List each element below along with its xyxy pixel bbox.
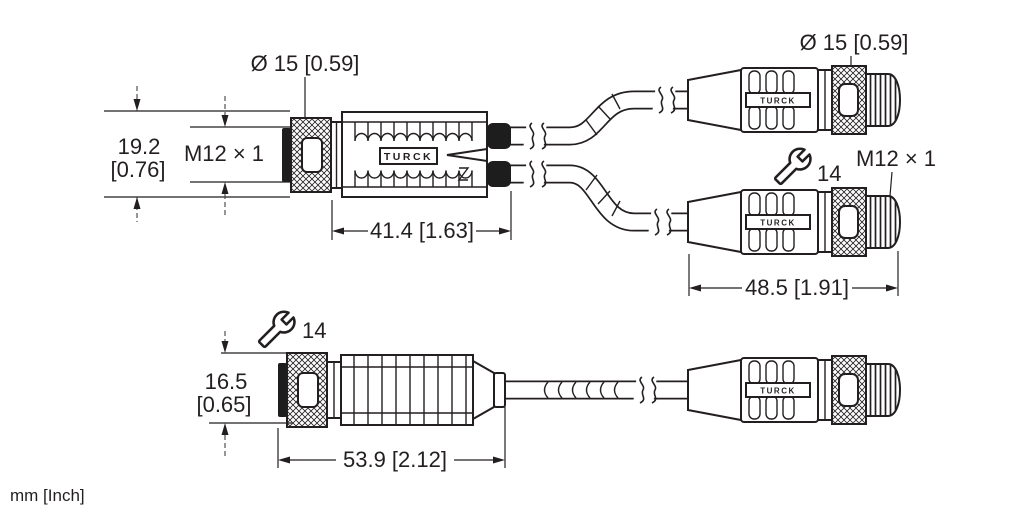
cable-break-icon [647, 204, 673, 240]
branch-male-connector-top [687, 65, 901, 135]
extension-height-inch: [0.65] [196, 392, 251, 417]
dim-extension-height: 16.5 [0.65] [196, 331, 300, 457]
extension-wrench-size: 14 [302, 318, 326, 343]
splitter-diameter-label: Ø 15 [0.59] [251, 51, 360, 76]
dim-splitter-diameter: Ø 15 [0.59] [251, 51, 360, 117]
extension-height-mm: 16.5 [205, 369, 248, 394]
splitter-height-inch: [0.76] [110, 157, 165, 182]
figure-single-extension: 14 16.5 [0.65] 53.9 [2.12] [196, 310, 901, 472]
splitter-female-coupling [281, 117, 332, 193]
dim-splitter-thread: M12 × 1 [184, 96, 290, 216]
extension-length-label: 53.9 [2.12] [343, 447, 447, 472]
branch-male-connector-bottom [687, 187, 901, 257]
branch-diameter-label: Ø 15 [0.59] [800, 30, 909, 55]
dim-extension-length: 53.9 [2.12] [277, 407, 506, 472]
cable-break-icon [632, 372, 658, 408]
dim-splitter-length: 41.4 [1.63] [331, 191, 512, 243]
extension-male-connector [687, 355, 901, 425]
wrench-icon [257, 310, 296, 349]
cable-break-icon [522, 156, 548, 192]
splitter-body: TURCK [330, 111, 511, 198]
dim-branch-thread: M12 × 1 [856, 146, 936, 197]
figure-branch-connectors: 14 Ø 15 [0.59] M12 × 1 48.5 [1.91] [687, 30, 936, 300]
cable-break-icon [651, 82, 677, 118]
splitter-height-mm: 19.2 [118, 134, 161, 159]
extension-body [326, 354, 506, 426]
cable-break-icon [522, 118, 548, 154]
dim-branch-diameter: Ø 15 [0.59] [800, 30, 909, 66]
branch-wrench-size: 14 [817, 161, 841, 186]
dim-branch-length: 48.5 [1.91] [688, 251, 899, 300]
splitter-branch-cables [509, 82, 700, 240]
units-note: mm [Inch] [10, 486, 85, 505]
dim-splitter-height: 19.2 [0.76] [104, 86, 290, 222]
branch-length-label: 48.5 [1.91] [745, 275, 849, 300]
splitter-length-label: 41.4 [1.63] [370, 218, 474, 243]
branch-thread-label: M12 × 1 [856, 146, 936, 171]
brand-label-large: TURCK [384, 151, 433, 163]
splitter-thread-label: M12 × 1 [184, 141, 264, 166]
wrench-icon [773, 147, 812, 186]
extension-cable [500, 372, 700, 408]
extension-female-coupling [277, 352, 328, 428]
figure-y-splitter: TURCK Ø 15 [0.59] 19.2 [0.76] [104, 51, 700, 243]
